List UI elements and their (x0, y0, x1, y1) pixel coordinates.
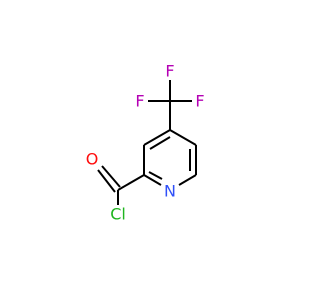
atom-fluorine-right: F (195, 92, 204, 111)
bond-c4-c5 (169, 129, 197, 146)
molecule-diagram: F F F O N Cl (86, 62, 205, 224)
atom-labels: F F F O N Cl (86, 62, 205, 224)
bond-c6-n1 (178, 174, 197, 186)
bond-c2-carbonyl (117, 174, 145, 191)
bond-n1-c2-inner (148, 171, 163, 180)
atom-chlorine: Cl (110, 205, 126, 224)
atom-nitrogen: N (164, 182, 176, 201)
atom-fluorine-left: F (135, 92, 144, 111)
bond-carbonyl-o-1 (101, 165, 121, 188)
bond-c3-c4 (143, 129, 171, 146)
atom-fluorine-top: F (165, 62, 174, 81)
bond-n1-c2 (143, 174, 162, 186)
bonds (97, 80, 197, 205)
molecule-structure: F F F O N Cl (86, 62, 205, 224)
atom-oxygen: O (86, 150, 99, 169)
bond-carbonyl-o-2 (97, 169, 116, 193)
bond-c3-c4-inner (149, 136, 171, 150)
